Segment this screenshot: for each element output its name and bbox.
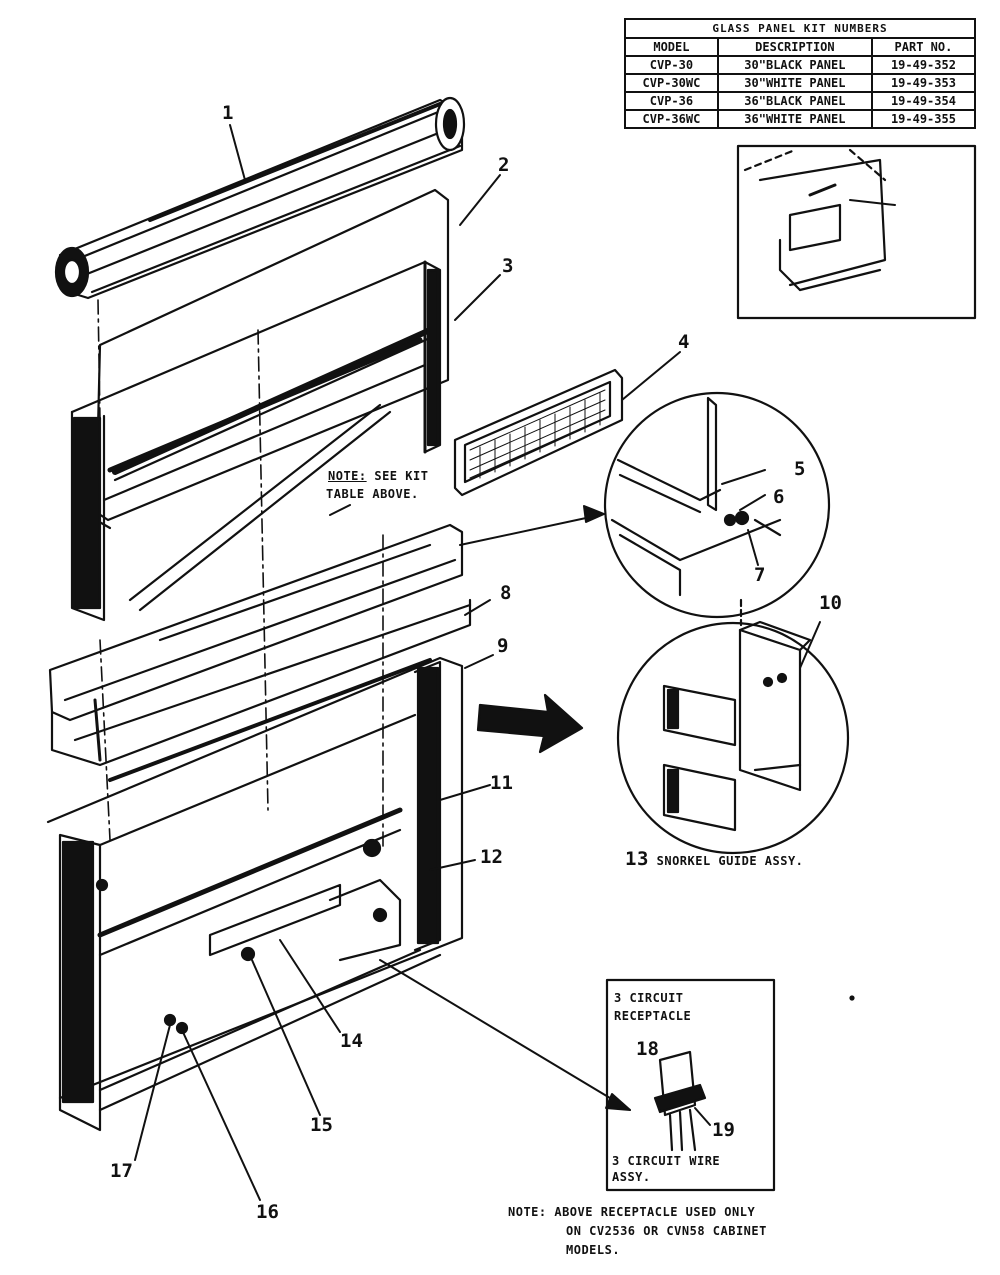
callout-1: 1 <box>222 102 234 124</box>
kit-part-no: 19-49-353 <box>870 73 977 93</box>
detail-circle-upper <box>603 391 831 619</box>
callout-8: 8 <box>500 582 512 604</box>
receptacle-box <box>605 978 776 1192</box>
table-row: CVP-36 36"BLACK PANEL 19-49-354 <box>624 91 977 111</box>
bottom-note-label: NOTE: <box>508 1205 547 1219</box>
kit-model: CVP-30WC <box>624 73 719 93</box>
callout-17: 17 <box>110 1160 133 1182</box>
receptacle-title-1: 3 CIRCUIT <box>614 991 684 1005</box>
kit-model: CVP-36WC <box>624 109 719 129</box>
kit-part-no: 19-49-355 <box>870 109 977 129</box>
kit-table-header-row: MODEL DESCRIPTION PART NO. <box>624 37 977 57</box>
kit-table-header-description: DESCRIPTION <box>716 37 873 57</box>
part-1-top-rail <box>54 96 466 300</box>
part-9-lower-frame <box>46 656 464 1132</box>
snorkel-guide-label: SNORKEL GUIDE ASSY. <box>656 854 804 868</box>
assembly-center-lines <box>97 299 384 851</box>
part-3-panel-frame <box>70 260 442 622</box>
kit-part-no: 19-49-354 <box>870 91 977 111</box>
receptacle-title-2: RECEPTACLE <box>614 1009 692 1023</box>
callout-18: 18 <box>636 1038 659 1060</box>
kit-description: 30"BLACK PANEL <box>716 55 873 75</box>
callout-13: 13 <box>625 848 649 870</box>
callout-15: 15 <box>310 1114 333 1136</box>
callout-4: 4 <box>678 331 690 353</box>
glass-panel-kit-table: GLASS PANEL KIT NUMBERS MODEL DESCRIPTIO… <box>624 18 977 129</box>
callout-12: 12 <box>480 846 503 868</box>
snorkel-detail-arrow <box>476 693 584 754</box>
part-8-mid-rail <box>48 523 472 767</box>
kit-part-no: 19-49-352 <box>870 55 977 75</box>
kit-description: 36"BLACK PANEL <box>716 91 873 111</box>
callout-9: 9 <box>497 635 509 657</box>
callout-3: 3 <box>502 255 514 277</box>
note-kit-label: NOTE: <box>328 469 367 483</box>
callout-7: 7 <box>754 564 766 586</box>
callout-19: 19 <box>712 1119 735 1141</box>
detail-circle-snorkel <box>616 598 850 855</box>
callout-11: 11 <box>490 772 513 794</box>
callout-2: 2 <box>498 154 510 176</box>
bottom-note-text-1: ABOVE RECEPTACLE USED ONLY <box>554 1205 756 1219</box>
receptacle-bottom-1: 3 CIRCUIT WIRE <box>612 1154 721 1168</box>
kit-description: 30"WHITE PANEL <box>716 73 873 93</box>
table-row: CVP-30WC 30"WHITE PANEL 19-49-353 <box>624 73 977 93</box>
inset-bracket-detail <box>736 144 977 320</box>
bottom-note-text-2: ON CV2536 OR CVN58 CABINET <box>566 1224 767 1238</box>
table-row: CVP-36WC 36"WHITE PANEL 19-49-355 <box>624 109 977 129</box>
note-kit-text-1: SEE KIT <box>374 469 429 483</box>
kit-model: CVP-30 <box>624 55 719 75</box>
kit-model: CVP-36 <box>624 91 719 111</box>
note-kit-line-1: NOTE: SEE KIT <box>328 470 428 482</box>
part-4-grille <box>453 368 624 497</box>
kit-table-header-model: MODEL <box>624 37 719 57</box>
callout-16: 16 <box>256 1201 279 1223</box>
callout-5: 5 <box>794 458 806 480</box>
callout-6: 6 <box>773 486 785 508</box>
snorkel-guide-caption: 13 SNORKEL GUIDE ASSY. <box>625 850 803 869</box>
bottom-note-line-1: NOTE: ABOVE RECEPTACLE USED ONLY <box>508 1206 755 1218</box>
note-kit-text-2: TABLE ABOVE. <box>326 487 419 501</box>
kit-table-header-part-no: PART NO. <box>870 37 977 57</box>
bottom-note-text-3: MODELS. <box>566 1243 621 1257</box>
callout-leaders <box>134 124 681 1201</box>
receptacle-bottom-2: ASSY. <box>612 1170 651 1184</box>
callout-10: 10 <box>819 592 842 614</box>
kit-table-title: GLASS PANEL KIT NUMBERS <box>624 18 976 37</box>
kit-description: 36"WHITE PANEL <box>716 109 873 129</box>
callout-14: 14 <box>340 1030 363 1052</box>
table-row: CVP-30 30"BLACK PANEL 19-49-352 <box>624 55 977 75</box>
